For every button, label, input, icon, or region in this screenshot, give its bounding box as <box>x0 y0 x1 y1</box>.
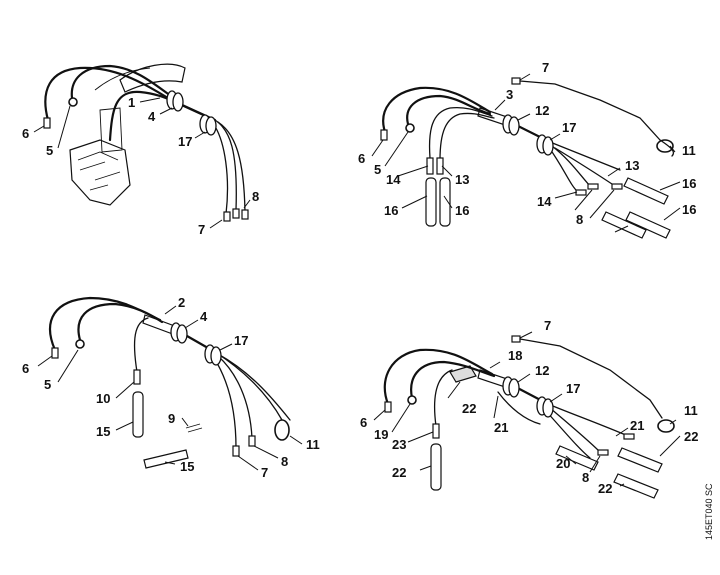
callout: 8 <box>576 212 583 227</box>
callout: 7 <box>261 465 268 480</box>
callout: 23 <box>392 437 406 452</box>
panel-2-harness-variant: 7 3 12 17 11 6 5 14 13 16 16 13 14 8 16 … <box>358 60 696 239</box>
callout: 11 <box>684 403 698 418</box>
callout: 8 <box>582 470 589 485</box>
callout: 18 <box>508 348 522 363</box>
callout: 17 <box>178 134 192 149</box>
panel-4-harness-variant: 7 18 12 17 11 6 19 23 22 21 21 22 20 8 2… <box>360 318 698 499</box>
callout: 21 <box>630 418 644 433</box>
callout: 5 <box>44 377 51 392</box>
callout: 13 <box>455 172 469 187</box>
callout: 6 <box>22 126 29 141</box>
callout: 17 <box>234 333 248 348</box>
callout: 17 <box>562 120 576 135</box>
callout: 17 <box>566 381 580 396</box>
callout: 16 <box>682 176 696 191</box>
callout: 20 <box>556 456 570 471</box>
figure-code: 145ET040 SC <box>704 483 714 540</box>
callout: 5 <box>374 162 381 177</box>
callout: 21 <box>494 420 508 435</box>
callout: 22 <box>392 465 406 480</box>
callout: 4 <box>200 309 208 324</box>
callout: 16 <box>455 203 469 218</box>
callout: 16 <box>384 203 398 218</box>
callout: 15 <box>96 424 110 439</box>
callout: 5 <box>46 143 53 158</box>
callout: 8 <box>281 454 288 469</box>
callout: 22 <box>684 429 698 444</box>
callout: 14 <box>386 172 401 187</box>
callout: 13 <box>625 158 639 173</box>
callout: 3 <box>506 87 513 102</box>
callout: 22 <box>462 401 476 416</box>
callout: 14 <box>537 194 552 209</box>
callout: 8 <box>252 189 259 204</box>
callout: 7 <box>198 222 205 237</box>
ignition-module <box>69 139 131 206</box>
callout: 10 <box>96 391 110 406</box>
callout: 6 <box>360 415 367 430</box>
callout: 9 <box>168 411 175 426</box>
callout: 7 <box>544 318 551 333</box>
callout: 22 <box>598 481 612 496</box>
callout: 15 <box>180 459 194 474</box>
callout: 19 <box>374 427 388 442</box>
callout: 7 <box>542 60 549 75</box>
callout: 12 <box>535 103 549 118</box>
callout: 11 <box>682 143 696 158</box>
callout: 6 <box>358 151 365 166</box>
callout: 4 <box>148 109 156 124</box>
callout: 12 <box>535 363 549 378</box>
callout: 2 <box>178 295 185 310</box>
callout: 6 <box>22 361 29 376</box>
callout: 16 <box>682 202 696 217</box>
panel-1-ignition-harness: 1 4 17 6 5 8 7 <box>22 63 259 237</box>
panel-3-harness-variant: 2 4 17 6 5 10 15 9 11 8 7 15 <box>22 295 320 480</box>
callout: 11 <box>306 437 320 452</box>
callout: 1 <box>128 95 135 110</box>
